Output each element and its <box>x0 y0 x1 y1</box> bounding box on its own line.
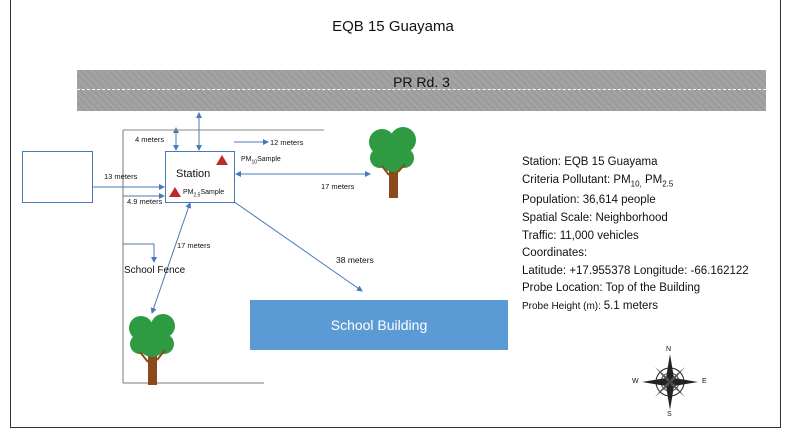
pm25-sampler-icon <box>169 187 181 197</box>
compass-n-label: N <box>666 346 672 353</box>
station-box: Station PM2.5Sample <box>165 151 235 203</box>
east-small-distance: 12 meters <box>270 138 304 147</box>
pm10-sample-label: PM10Sample <box>241 156 281 166</box>
west-low-distance: 4.9 meters <box>127 197 163 206</box>
tree-east-distance: 17 meters <box>321 182 355 191</box>
adjacent-building-box <box>22 151 93 203</box>
school-arrow <box>232 200 363 292</box>
tree-east-icon <box>369 127 416 198</box>
school-building: School Building <box>250 300 508 350</box>
page-title: EQB 15 Guayama <box>332 18 454 35</box>
compass-s-label: S <box>667 411 672 418</box>
school-fence-label: School Fence <box>124 265 186 276</box>
station-label: Station <box>176 168 211 180</box>
info-lat-lon: Latitude: +17.955378 Longitude: -66.1621… <box>522 264 749 277</box>
info-criteria: Criteria Pollutant: PM10, PM2.5 <box>522 173 674 188</box>
road-center-line <box>77 89 766 90</box>
info-spatial-scale: Spatial Scale: Neighborhood <box>522 212 668 225</box>
compass-w-label: W <box>632 378 639 385</box>
compass-e-label: E <box>702 378 707 385</box>
road-label: PR Rd. 3 <box>393 74 450 90</box>
school-building-label: School Building <box>330 317 428 333</box>
tree-south-arrow <box>150 202 192 314</box>
station-info-panel: Station: EQB 15 Guayama Criteria Polluta… <box>522 154 749 316</box>
diagram-frame <box>10 0 781 428</box>
west-box-distance: 13 meters <box>104 172 138 181</box>
info-probe-height: Probe Height (m): 5.1 meters <box>522 300 659 313</box>
compass-rose-icon <box>642 354 698 410</box>
pm10-sampler-icon <box>216 155 228 165</box>
info-population: Population: 36,614 people <box>522 194 656 207</box>
fence-label-connector <box>123 243 157 263</box>
pm25-sample-label: PM2.5Sample <box>183 189 225 199</box>
road: PR Rd. 3 <box>77 70 766 111</box>
road-gap-distance: 4 meters <box>135 135 165 144</box>
info-probe-location: Probe Location: Top of the Building <box>522 282 701 295</box>
info-traffic: Traffic: 11,000 vehicles <box>522 229 639 242</box>
school-distance: 38 meters <box>336 255 374 265</box>
info-station: Station: EQB 15 Guayama <box>522 156 658 168</box>
tree-south-icon <box>129 314 175 385</box>
info-coordinates: Coordinates: <box>522 247 588 260</box>
tree-south-distance: 17 meters <box>177 241 211 250</box>
